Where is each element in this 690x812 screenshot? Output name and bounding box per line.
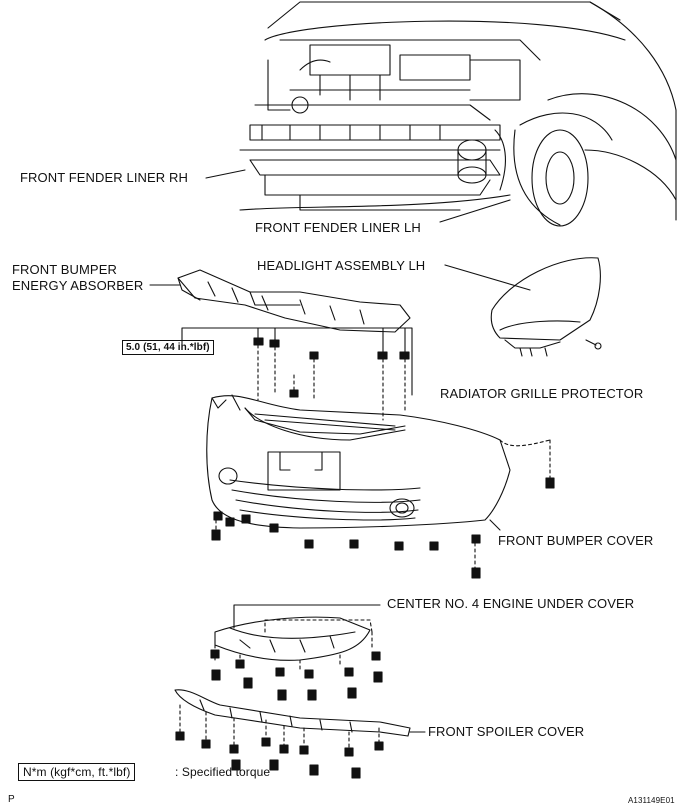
label-front-bumper-cover: FRONT BUMPER COVER — [498, 533, 654, 548]
fender-rh-leader — [205, 169, 246, 179]
torque-spec-box: 5.0 (51, 44 in.*lbf) — [122, 340, 214, 355]
torque-bracket-line — [181, 327, 413, 396]
bumper-cover-leader — [489, 519, 501, 531]
label-front-spoiler-cover: FRONT SPOILER COVER — [428, 724, 585, 739]
headlight-leader — [444, 264, 531, 291]
vehicle-front-illustration — [239, 1, 677, 227]
page-letter: P — [8, 794, 15, 805]
fender-lh-leader — [439, 199, 511, 223]
label-headlight-assembly-lh: HEADLIGHT ASSEMBLY LH — [257, 258, 426, 273]
label-absorber-line2: ENERGY ABSORBER — [12, 278, 144, 293]
label-radiator-grille-protector: RADIATOR GRILLE PROTECTOR — [440, 386, 644, 401]
figure-code: A131149E01 — [628, 796, 675, 805]
legend-description: : Specified torque — [175, 765, 271, 779]
bumper-cover-illustration — [206, 394, 511, 529]
clip-group-bumper-bottom — [211, 511, 481, 579]
under-cover-leader — [233, 604, 381, 629]
label-center-no4-engine-under-cover: CENTER NO. 4 ENGINE UNDER COVER — [387, 596, 635, 611]
label-front-fender-liner-rh: FRONT FENDER LINER RH — [20, 170, 188, 185]
spoiler-cover-illustration — [174, 689, 411, 737]
clip-group-under-cover — [210, 649, 383, 701]
legend-unit-box: N*m (kgf*cm, ft.*lbf) — [18, 763, 136, 781]
clip-group-upper — [253, 337, 410, 398]
label-absorber-line1: FRONT BUMPER — [12, 262, 117, 277]
under-cover-illustration — [214, 616, 371, 661]
label-front-fender-liner-lh: FRONT FENDER LINER LH — [255, 220, 421, 235]
energy-absorber-illustration — [177, 269, 411, 333]
headlight-illustration — [490, 257, 602, 357]
